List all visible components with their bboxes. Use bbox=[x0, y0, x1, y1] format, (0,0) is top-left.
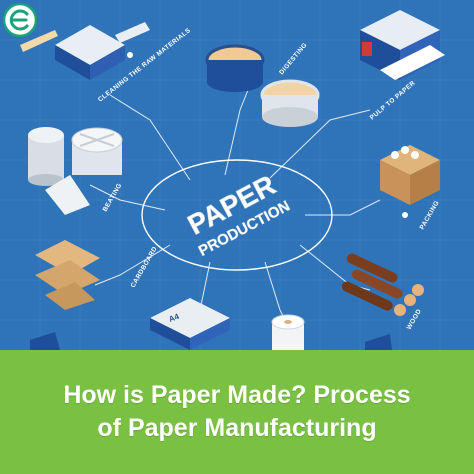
label-digesting: DIGESTING bbox=[278, 42, 309, 77]
paper-machine-icon bbox=[360, 10, 445, 80]
label-wood: WOOD bbox=[406, 308, 423, 331]
paper-roll-icon bbox=[271, 314, 305, 350]
title-banner: How is Paper Made? Process of Paper Manu… bbox=[0, 350, 474, 474]
cleaning-machine-icon bbox=[20, 22, 150, 80]
brand-logo-icon bbox=[2, 2, 38, 38]
connector-lines bbox=[89, 84, 381, 331]
label-packing: PACKING bbox=[419, 200, 441, 231]
blue-device-icon bbox=[30, 332, 60, 350]
center-title: PAPER PRODUCTION bbox=[182, 169, 293, 260]
wood-logs-icon bbox=[341, 253, 424, 316]
blue-device-right-icon bbox=[365, 334, 392, 350]
banner-title-line1: How is Paper Made? Process bbox=[63, 381, 411, 409]
packing-boxes-icon bbox=[380, 145, 440, 218]
label-cardboard: CARDBOARD bbox=[130, 245, 159, 289]
process-illustration: PAPER PRODUCTION bbox=[0, 0, 474, 350]
center-ring bbox=[141, 159, 333, 271]
beating-tanks-icon bbox=[28, 127, 123, 215]
digesting-tanks-icon bbox=[205, 44, 320, 127]
paper-ream-label: A4 bbox=[168, 312, 181, 324]
cardboard-icon bbox=[35, 240, 100, 310]
paper-ream-icon: A4 bbox=[150, 298, 230, 350]
label-pulp: PULP TO PAPER bbox=[369, 80, 417, 122]
banner-title-line2: of Paper Manufacturing bbox=[97, 414, 377, 442]
